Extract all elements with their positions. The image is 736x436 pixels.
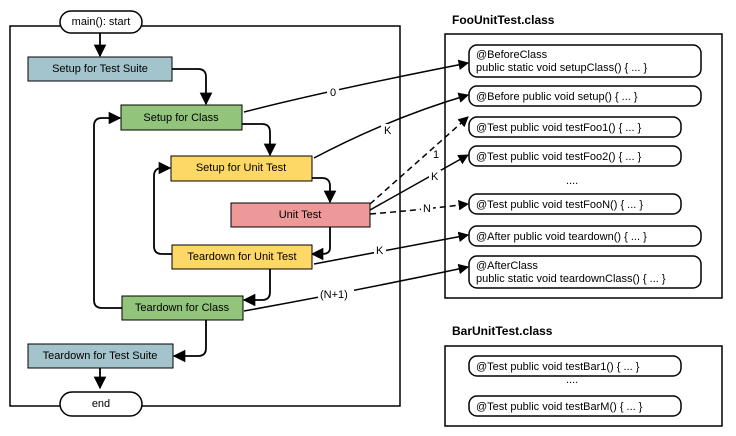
method-afterclass-line2: public static void teardownClass() { ...… xyxy=(476,273,666,285)
edge-label-one: 1 xyxy=(433,149,439,161)
edge-test-to-testfoon xyxy=(369,199,470,215)
teardown-class-label: Teardown for Class xyxy=(135,302,230,314)
edge-teardown-unit-to-setup-unit-loop xyxy=(153,161,172,255)
edge-label-zero: 0 xyxy=(330,87,336,99)
setup-unit-label: Setup for Unit Test xyxy=(196,162,286,174)
end-label: end xyxy=(92,398,110,410)
unit-test-box xyxy=(230,202,371,228)
method-testfoo1-label: @Test public void testFoo1() { ... } xyxy=(476,122,642,134)
method-before xyxy=(468,85,702,107)
method-afterclass xyxy=(468,255,702,289)
method-beforeclass-line2: public static void setupClass() { ... } xyxy=(476,62,648,74)
bar-class-container xyxy=(444,345,723,427)
bar-class-title: BarUnitTest.class xyxy=(452,324,553,338)
setup-suite-label: Setup for Test Suite xyxy=(52,63,148,75)
edge-test-to-teardown-unit xyxy=(310,227,331,261)
method-testfoo2 xyxy=(468,145,682,167)
foo-class-title: FooUnitTest.class xyxy=(452,13,555,27)
start-label: main(): start xyxy=(72,16,131,28)
method-connectors xyxy=(243,59,470,312)
setup-suite-box xyxy=(27,56,173,82)
method-testfoon-label: @Test public void testFooN() { ... } xyxy=(476,199,643,211)
edge-label-k-before: K xyxy=(384,125,392,137)
start-node xyxy=(59,10,143,34)
edge-setup-class-to-beforeclass xyxy=(243,59,470,113)
method-testfoo1 xyxy=(468,116,682,138)
method-testfoo2-label: @Test public void testFoo2() { ... } xyxy=(476,151,642,163)
method-afterclass-line1: @AfterClass xyxy=(476,260,538,272)
method-after-label: @After public void teardown() { ... } xyxy=(476,231,647,243)
edge-label-n-plus-1: (N+1) xyxy=(320,289,348,301)
edge-label-k-after: K xyxy=(376,245,384,257)
edge-teardown-class-to-setup-class-loop xyxy=(93,111,122,309)
teardown-suite-label: Teardown for Test Suite xyxy=(43,350,158,362)
unit-test-label: Unit Test xyxy=(279,209,322,221)
edge-teardown-class-to-teardown-suite xyxy=(172,320,207,363)
main-container xyxy=(9,25,401,407)
setup-unit-box xyxy=(170,155,313,182)
edge-suite-to-class xyxy=(172,68,213,106)
teardown-class-box xyxy=(121,295,244,321)
method-beforeclass xyxy=(468,44,702,78)
edge-teardown-unit-to-teardown-class xyxy=(242,269,271,307)
method-testbar1-label: @Test public void testBar1() { ... } xyxy=(476,361,640,373)
teardown-unit-box xyxy=(171,244,313,270)
edge-teardown-unit-to-after xyxy=(313,231,470,265)
edge-unit-to-test xyxy=(312,177,337,204)
teardown-unit-label: Teardown for Unit Test xyxy=(187,251,296,263)
edge-teardown-class-to-afterclass xyxy=(243,263,470,312)
setup-class-box xyxy=(120,104,243,131)
foo-class-container xyxy=(444,33,723,299)
teardown-suite-box xyxy=(27,343,174,369)
method-testbarm-label: @Test public void testBarM() { ... } xyxy=(476,401,643,413)
edge-label-n: N xyxy=(423,203,431,215)
edge-setup-unit-to-before xyxy=(313,92,470,159)
edge-class-to-unit xyxy=(242,123,277,157)
edge-label-k-test: K xyxy=(431,171,439,183)
method-testbarm xyxy=(468,395,682,417)
edge-test-to-testfoo1 xyxy=(369,116,469,205)
end-node xyxy=(59,391,143,417)
flow-connectors xyxy=(93,33,337,390)
edge-test-to-testfoo2 xyxy=(369,154,469,211)
foo-ellipsis: .... xyxy=(566,175,578,187)
setup-class-label: Setup for Class xyxy=(143,112,219,124)
method-before-label: @Before public void setup() { ... } xyxy=(476,91,638,103)
method-testbar1 xyxy=(468,355,682,377)
method-testfoon xyxy=(468,193,682,215)
method-after xyxy=(468,225,702,247)
bar-ellipsis: .... xyxy=(566,374,578,386)
method-beforeclass-line1: @BeforeClass xyxy=(476,49,548,61)
